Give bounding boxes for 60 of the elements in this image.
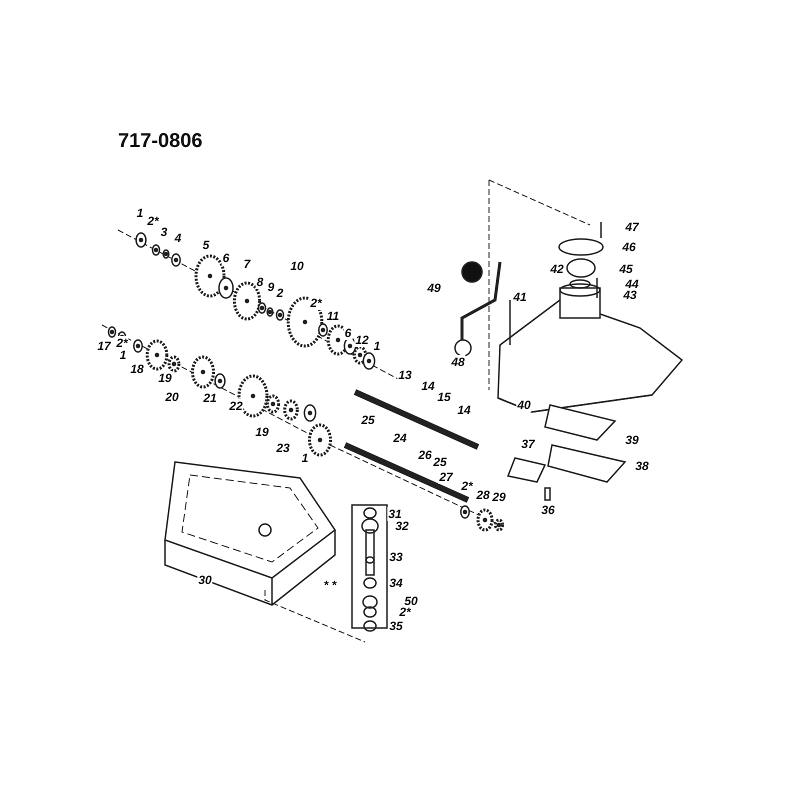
callout-number: 47	[624, 220, 640, 234]
callout-number: 33	[388, 550, 404, 564]
callout-number: 10	[289, 259, 305, 273]
callout-number: 21	[202, 391, 218, 405]
callout-number: 1	[136, 206, 144, 220]
callout-number: 36	[540, 503, 556, 517]
callout-number: 42	[549, 262, 565, 276]
callout-number: 4	[174, 231, 182, 245]
callout-number: 35	[388, 619, 404, 633]
callout-number: 2*	[146, 214, 160, 228]
callout-number: 40	[516, 398, 532, 412]
callout-number: 2*	[115, 336, 129, 350]
callout-number: 18	[129, 362, 145, 376]
callout-number: 49	[426, 281, 442, 295]
callout-number: 27	[438, 470, 454, 484]
callout-number: 26	[417, 448, 433, 462]
callout-number: 30	[197, 573, 213, 587]
callout-number: 38	[634, 459, 650, 473]
callout-number: 6	[222, 251, 230, 265]
callout-number: 17	[96, 339, 112, 353]
callout-number: 13	[397, 368, 413, 382]
callout-number: 37	[520, 437, 536, 451]
callout-number: 31	[387, 507, 403, 521]
callout-number: 25	[360, 413, 376, 427]
callout-number: 24	[392, 431, 408, 445]
callout-number: 7	[242, 257, 252, 271]
callout-number: 15	[436, 390, 452, 404]
callout-number: 19	[157, 371, 173, 385]
callout-number: 3	[160, 225, 168, 239]
callout-number: 41	[512, 290, 528, 304]
callout-number: 5	[202, 238, 210, 252]
callout-number: 2*	[460, 479, 474, 493]
callout-number: 48	[450, 355, 466, 369]
callout-number: 46	[621, 240, 637, 254]
callout-number: 45	[618, 262, 634, 276]
callout-number: 32	[394, 519, 410, 533]
callout-number: 29	[491, 490, 507, 504]
callout-number: 6	[344, 326, 352, 340]
callout-number: 1	[372, 339, 382, 353]
callout-number: 25	[432, 455, 448, 469]
callout-number: 2	[276, 286, 284, 300]
diagram-title: 717-0806	[118, 130, 203, 153]
callout-number: 1	[300, 451, 310, 465]
callout-number: 43	[622, 288, 638, 302]
callout-number: 23	[275, 441, 291, 455]
callout-number: 1	[118, 348, 128, 362]
callout-number: 22	[228, 399, 244, 413]
callout-number: 39	[624, 433, 640, 447]
callout-number: 12	[354, 333, 370, 347]
callout-number: 8	[256, 275, 264, 289]
callout-number: 20	[164, 390, 180, 404]
callout-number: 34	[388, 576, 404, 590]
callout-number: 28	[475, 488, 491, 502]
callout-number: 14	[456, 403, 472, 417]
callout-number: 2*	[398, 605, 412, 619]
callout-number: 14	[420, 379, 436, 393]
callout-number: 19	[254, 425, 270, 439]
callout-number: 11	[326, 309, 340, 323]
callout-number: 9	[266, 280, 276, 294]
callout-number: 2*	[309, 296, 323, 310]
